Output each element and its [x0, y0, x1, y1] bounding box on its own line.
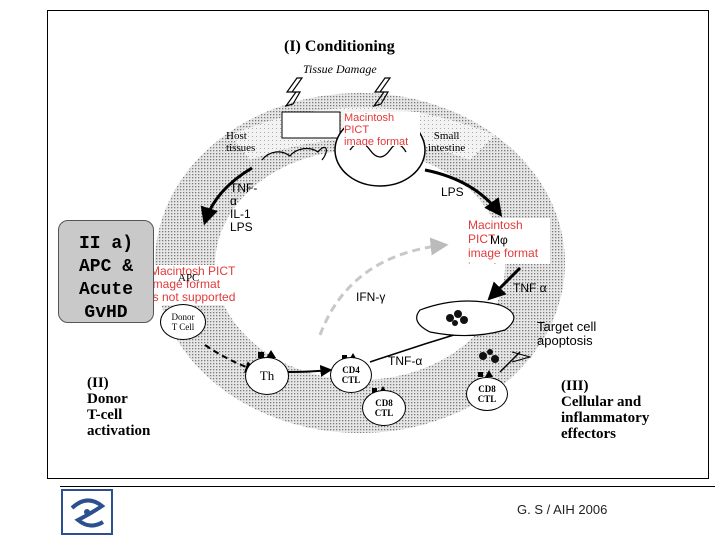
lightning-bolt-icon	[372, 77, 392, 108]
th-cell: Th	[245, 357, 289, 395]
tissue-box	[281, 111, 341, 139]
apoptotic-bodies	[446, 310, 499, 363]
label-ifn-gamma: IFN-γ	[356, 290, 386, 304]
institution-logo	[61, 489, 113, 535]
cycle-ring	[154, 93, 565, 434]
arrow-intestine-to-mphi	[424, 168, 503, 217]
footer-credit: G. S / AIH 2006	[517, 502, 608, 517]
label-macrophage: Mφ	[490, 233, 508, 247]
label-tnf-alpha-mid: TNF-α	[388, 354, 423, 368]
arrow-cd8-to-target	[499, 351, 521, 373]
label-apc: APC	[178, 272, 200, 284]
arrow-th-to-cd4	[287, 364, 333, 377]
lightning-bolt-icon	[284, 77, 304, 108]
footer-divider	[60, 486, 715, 487]
arrow-host-to-apc	[200, 166, 253, 226]
arrow-ifn-feedback	[318, 237, 449, 336]
arrow-mphi-to-target	[487, 266, 522, 301]
label-tissue-damage: Tissue Damage	[303, 62, 377, 76]
host-tissue-organ	[261, 146, 327, 161]
title-conditioning: (I) Conditioning	[284, 38, 395, 55]
apoptosis-wedge	[511, 351, 532, 363]
label-lps-right: LPS	[441, 185, 464, 199]
label-tnf-alpha-right: TNF α	[513, 281, 547, 295]
